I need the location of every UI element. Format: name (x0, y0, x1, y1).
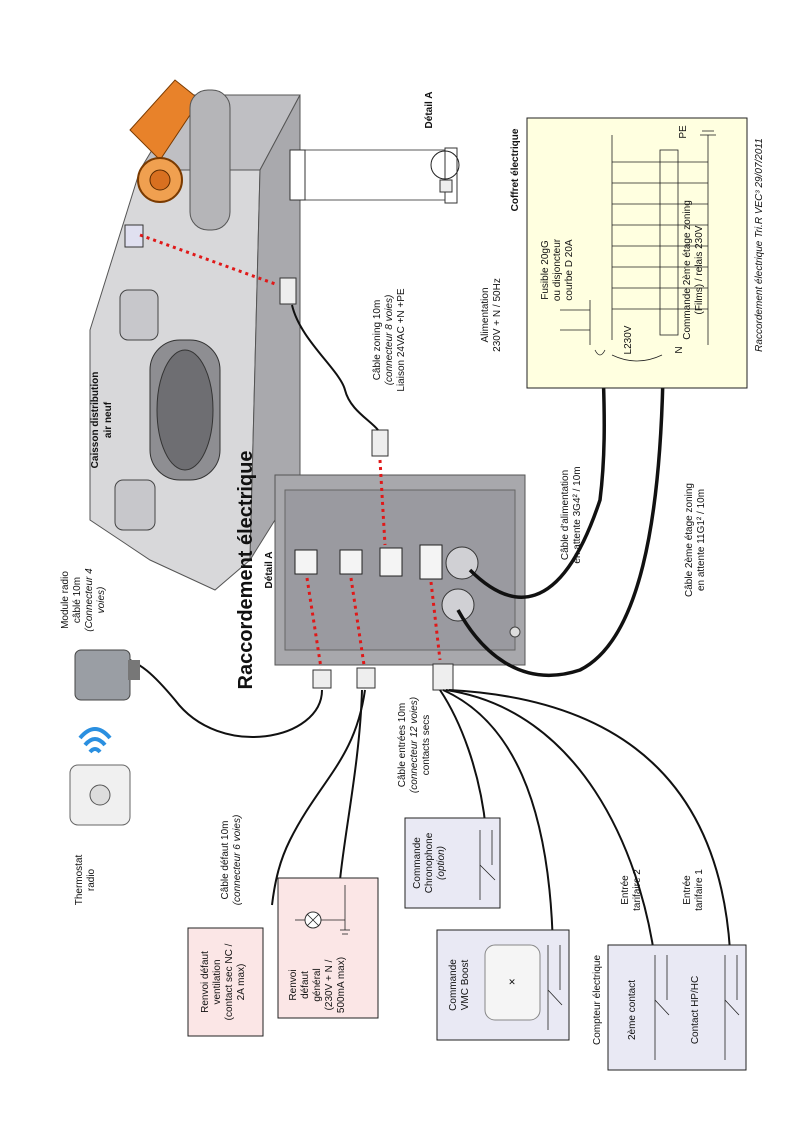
module-radio-2: câblé 10m (72, 577, 83, 623)
coffret-label: Coffret électrique (510, 128, 521, 211)
cable-alim-2: en attente 3G4² / 10m (572, 466, 583, 563)
contact-hphc-label: Contact HP/HC (690, 976, 701, 1044)
renvoi-gen-1: Renvoi (288, 969, 299, 1000)
detail-a-label: Détail A (264, 552, 275, 589)
lamp-icon (295, 885, 350, 935)
renvoi-vent-1: Renvoi défaut (200, 951, 211, 1013)
caisson-unit (89, 79, 301, 591)
renvoi-vent-2: ventilation (212, 959, 223, 1004)
renvoi-gen-5: 500mA max) (336, 957, 347, 1013)
module-radio-3: (Connecteur 4 (84, 568, 95, 632)
fusible-1: Fusible 20gG (540, 240, 551, 300)
cable-defaut-2: (connecteur 6 voies) (232, 815, 243, 906)
commande-2e-2: (Films) / relais 230V (694, 225, 705, 314)
cable-2e-2: en attente 11G1² / 10m (696, 489, 707, 591)
cable-entrees-1: Câble entrées 10m (397, 703, 408, 788)
cable-entrees-3: contacts secs (421, 715, 432, 776)
detail-a-small (289, 147, 460, 204)
vmc-1: Commande (448, 959, 459, 1011)
fusible-2: ou disjoncteur (552, 238, 563, 301)
entree2-1: Entrée (620, 875, 631, 905)
coffret-box (526, 117, 748, 389)
cable-2e-1: Câble 2ème étage zoning (684, 483, 695, 597)
vmc-device: ✕ (484, 944, 541, 1021)
vmc-switch-icon (547, 945, 563, 1030)
module-radio-1: Module radio (60, 571, 71, 629)
chrono-3: (option) (436, 846, 447, 880)
entree2-2: tarifaire 2 (632, 869, 643, 911)
caisson-label-2: air neuf (103, 401, 114, 438)
cable-entrees-2: (connecteur 12 voies) (409, 697, 420, 793)
entree1-1: Entrée (682, 875, 693, 905)
thermostat-2: radio (86, 868, 97, 891)
fan-icon: ✕ (508, 977, 516, 987)
cable-alim-1: Câble d'alimentation (560, 470, 571, 560)
caisson-label-1: Caisson distribution (90, 372, 101, 469)
connector-12 (432, 663, 454, 691)
vmc-2: VMC Boost (460, 959, 471, 1010)
commande-2e-1: Commande 2ème étage zoning (682, 200, 693, 340)
pe-label: PE (678, 125, 689, 139)
renvoi-gen-3: général (312, 968, 323, 1001)
entree1-2: tarifaire 1 (694, 869, 705, 911)
n-label: N (674, 346, 685, 353)
thermostat (69, 764, 131, 826)
renvoi-ventilation-box (187, 927, 264, 1037)
detail-a-top-label: Détail A (424, 92, 435, 129)
connector-8-mid (371, 429, 389, 457)
radio-waves-icon (78, 727, 112, 754)
thermostat-1: Thermostat (74, 854, 85, 905)
chronophone-box (404, 817, 501, 909)
compteur-box (607, 944, 747, 1071)
contact-switches-icon (654, 955, 740, 1060)
renvoi-gen-2: défaut (300, 971, 311, 999)
renvoi-general-box (277, 877, 379, 1019)
module-radio (74, 649, 140, 701)
renvoi-gen-4: (230V + N / (324, 959, 335, 1010)
chrono-2: Chronophone (424, 832, 435, 893)
fusible-3: courbe D 20A (564, 239, 575, 300)
connector-8-top (279, 277, 297, 305)
switch-icon (479, 830, 496, 900)
alimentation-1: Alimentation (480, 287, 491, 342)
contact2-label: 2ème contact (627, 980, 638, 1040)
chrono-1: Commande (412, 837, 423, 889)
module-radio-4: voies) (96, 587, 107, 614)
cable-zoning-2: (connecteur 8 voies) (384, 295, 395, 386)
connector-4 (312, 669, 332, 689)
compteur-label: Compteur électrique (592, 955, 603, 1045)
connector-6 (356, 667, 376, 689)
cable-defaut-1: Câble défaut 10m (220, 821, 231, 900)
cable-zoning-3: Liaison 24VAC +N +PE (396, 288, 407, 392)
relay-ladder (560, 130, 716, 362)
renvoi-vent-4: 2A max) (236, 964, 247, 1001)
cable-zoning-1: Câble zoning 10m (372, 300, 383, 381)
raccordement-title: Raccordement électrique (235, 451, 257, 690)
footer-label: Raccordement électrique Tri.R VEC³ 29/07… (754, 138, 765, 352)
alimentation-2: 230V + N / 50Hz (492, 278, 503, 352)
raccordement-panel (274, 474, 526, 666)
renvoi-vent-3: (contact sec NC / (224, 943, 235, 1020)
l230-label: L230V (623, 325, 634, 354)
